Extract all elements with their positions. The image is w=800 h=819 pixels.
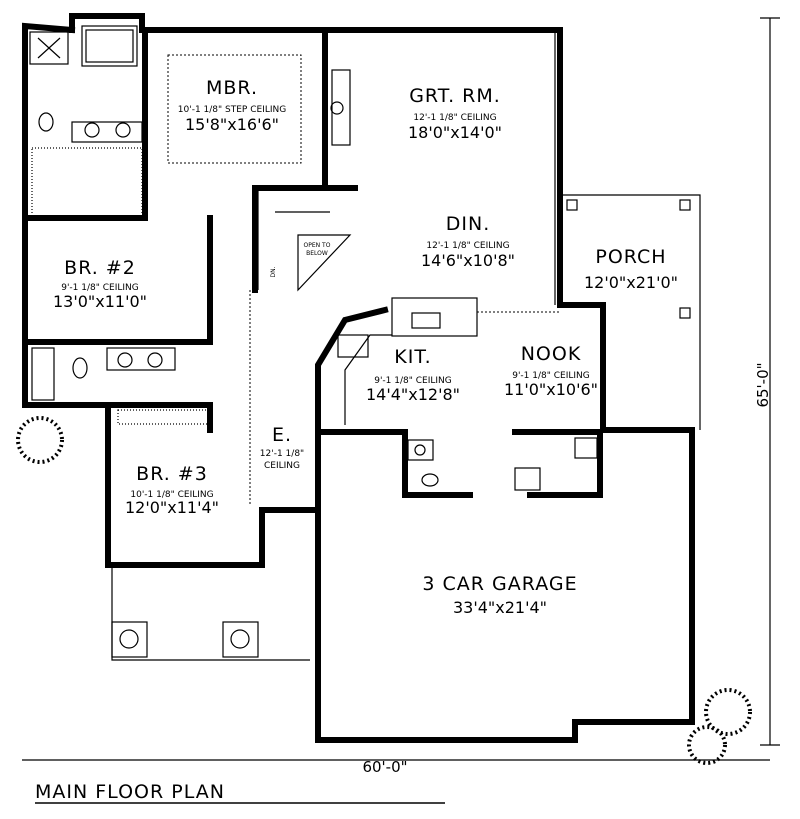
room-great-room: GRT. RM. 12'-1 1/8" CEILING 18'0"x14'0" <box>408 85 502 142</box>
room-mbr: MBR. 10'-1 1/8" STEP CEILING 15'8"x16'6" <box>178 77 286 134</box>
down-label: DN. <box>270 266 277 277</box>
room-name: BR. #2 <box>64 257 136 279</box>
plan-title: MAIN FLOOR PLAN <box>35 781 225 803</box>
room-ceiling: 12'-1 1/8" CEILING <box>413 113 496 123</box>
room-name: PORCH <box>595 246 666 268</box>
room-size: 12'0"x11'4" <box>125 498 219 517</box>
room-ceiling: 9'-1 1/8" CEILING <box>61 283 139 293</box>
room-name: KIT. <box>394 346 431 368</box>
fixtures <box>29 25 701 661</box>
room-size: 33'4"x21'4" <box>453 598 547 617</box>
room-name: MBR. <box>206 77 258 99</box>
width-dimension: 60'-0" <box>362 758 407 776</box>
room-size: 12'0"x21'0" <box>584 273 678 292</box>
room-ceiling: 12'-1 1/8" CEILING <box>426 241 509 251</box>
room-name: DIN. <box>446 213 491 235</box>
room-name: 3 CAR GARAGE <box>422 573 577 595</box>
room-garage: 3 CAR GARAGE 33'4"x21'4" <box>422 573 577 617</box>
stair: OPEN TO BELOW DN. <box>270 242 331 278</box>
room-size: 14'6"x10'8" <box>421 251 515 270</box>
open-to-below-label: BELOW <box>306 250 328 257</box>
tree-icons <box>16 416 752 765</box>
room-bedroom-3: BR. #3 10'-1 1/8" CEILING 12'0"x11'4" <box>125 463 219 517</box>
room-ceiling: 9'-1 1/8" CEILING <box>374 376 452 386</box>
room-ceiling: 12'-1 1/8" <box>260 449 304 459</box>
room-size: 18'0"x14'0" <box>408 123 502 142</box>
exterior-walls <box>22 13 695 743</box>
room-size: 15'8"x16'6" <box>185 115 279 134</box>
room-entry: E. 12'-1 1/8" CEILING <box>260 424 304 471</box>
open-to-below-label: OPEN TO <box>304 242 331 249</box>
room-name: BR. #3 <box>136 463 208 485</box>
room-kitchen: KIT. 9'-1 1/8" CEILING 14'4"x12'8" <box>366 346 460 404</box>
room-name: NOOK <box>521 343 582 365</box>
room-bedroom-2: BR. #2 9'-1 1/8" CEILING 13'0"x11'0" <box>53 257 147 311</box>
room-ceiling: 10'-1 1/8" STEP CEILING <box>178 105 286 115</box>
room-ceiling: CEILING <box>264 461 300 471</box>
room-size: 14'4"x12'8" <box>366 385 460 404</box>
depth-dimension: 65'-0" <box>754 362 772 407</box>
dimension-lines <box>22 17 780 761</box>
room-dining: DIN. 12'-1 1/8" CEILING 14'6"x10'8" <box>421 213 515 270</box>
room-porch: PORCH 12'0"x21'0" <box>584 246 678 292</box>
room-ceiling: 9'-1 1/8" CEILING <box>512 371 590 381</box>
room-size: 11'0"x10'6" <box>504 380 598 399</box>
room-nook: NOOK 9'-1 1/8" CEILING 11'0"x10'6" <box>504 343 598 399</box>
room-ceiling: 10'-1 1/8" CEILING <box>130 490 213 500</box>
room-name: E. <box>272 424 292 446</box>
room-name: GRT. RM. <box>409 85 501 107</box>
room-size: 13'0"x11'0" <box>53 292 147 311</box>
interior-walls <box>142 27 603 498</box>
